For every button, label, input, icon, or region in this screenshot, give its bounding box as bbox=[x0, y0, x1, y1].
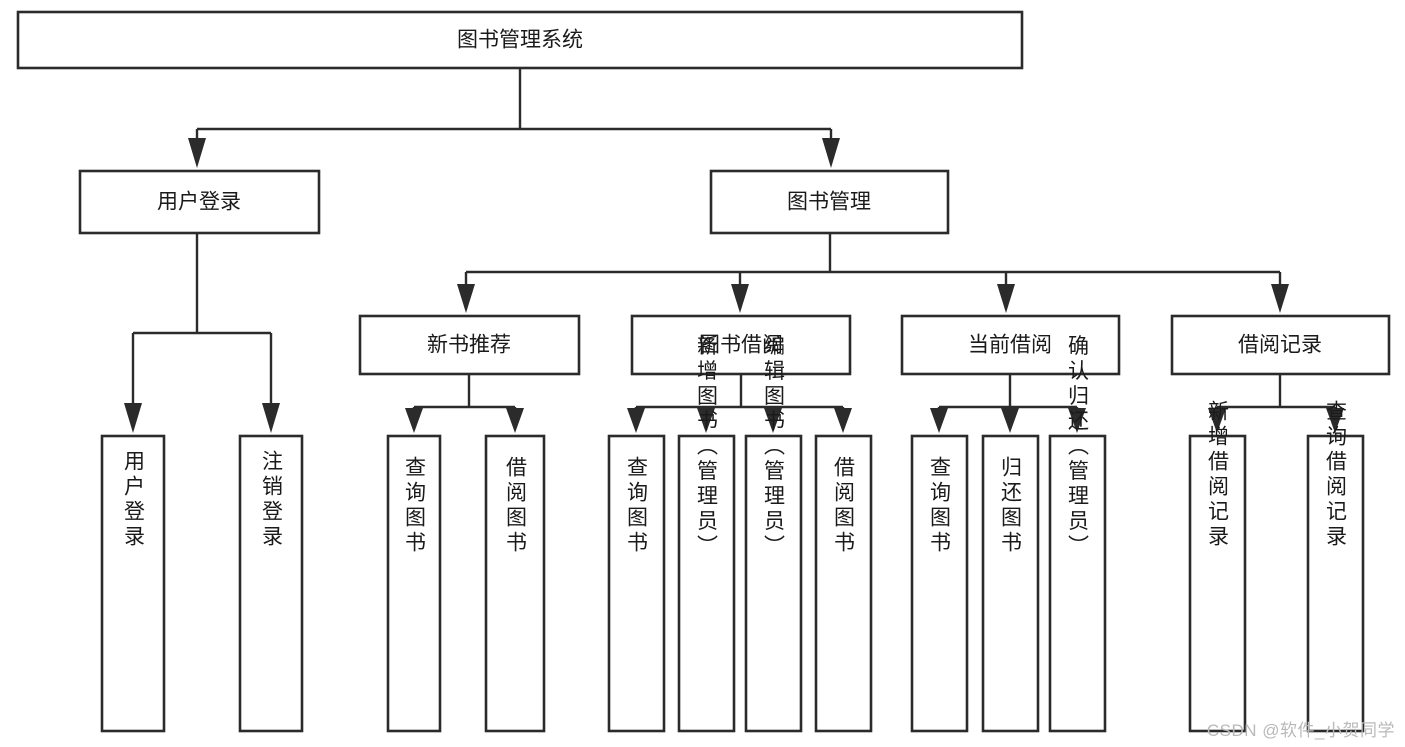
node-leaf-query-book-1[interactable]: 查询图书 bbox=[386, 434, 442, 733]
node-root[interactable]: 图书管理系统 bbox=[16, 10, 1024, 70]
connector-group-book-borrow bbox=[627, 374, 852, 433]
node-leaf-logout[interactable]: 注销登录 bbox=[238, 434, 304, 733]
node-leaf-user-login-label: 用户登录 bbox=[122, 450, 146, 550]
node-leaf-query-book-1-label: 查询图书 bbox=[403, 456, 427, 556]
node-new-book-recommend-label: 新书推荐 bbox=[427, 334, 511, 357]
node-book-manage-box[interactable] bbox=[709, 169, 950, 235]
node-leaf-logout-label: 注销登录 bbox=[260, 450, 284, 550]
node-root-label: 图书管理系统 bbox=[457, 29, 583, 52]
node-leaf-user-login-box[interactable] bbox=[100, 434, 166, 733]
node-leaf-add-book-box[interactable] bbox=[677, 434, 736, 733]
node-current-borrow-label: 当前借阅 bbox=[968, 334, 1052, 357]
node-book-borrow-box[interactable] bbox=[630, 314, 852, 376]
node-book-manage-label: 图书管理 bbox=[787, 191, 871, 214]
connector-group-borrow-record bbox=[1208, 374, 1344, 433]
node-leaf-borrow-book-2-label: 借阅图书 bbox=[832, 456, 856, 556]
node-leaf-query-book-2[interactable]: 查询图书 bbox=[607, 434, 666, 733]
node-borrow-record-box[interactable] bbox=[1170, 314, 1391, 376]
node-leaf-edit-book-label: 编辑图书（管理员） bbox=[762, 335, 786, 560]
node-root-box[interactable] bbox=[16, 10, 1024, 70]
node-leaf-add-record[interactable]: 新增借阅记录 bbox=[1188, 400, 1247, 733]
node-new-book-recommend-box[interactable] bbox=[358, 314, 581, 376]
node-leaf-confirm-return[interactable]: 确认归还（管理员） bbox=[1048, 335, 1107, 733]
connector-group-root bbox=[188, 68, 840, 168]
node-leaf-query-book-2-box[interactable] bbox=[607, 434, 666, 733]
connector-group-book-manage bbox=[457, 233, 1289, 313]
node-leaf-return-book-label: 归还图书 bbox=[999, 456, 1023, 556]
node-leaf-query-record-label: 查询借阅记录 bbox=[1324, 400, 1348, 550]
node-leaf-return-book[interactable]: 归还图书 bbox=[981, 434, 1040, 733]
node-leaf-borrow-book-1[interactable]: 借阅图书 bbox=[484, 434, 546, 733]
node-current-borrow[interactable]: 当前借阅 bbox=[900, 314, 1121, 376]
node-leaf-edit-book-box[interactable] bbox=[744, 434, 803, 733]
node-book-borrow-label: 图书借阅 bbox=[699, 334, 783, 357]
node-leaf-borrow-book-2-box[interactable] bbox=[814, 434, 873, 733]
arrowhead-book-borrow bbox=[731, 284, 749, 313]
connector-group-new-book-recommend bbox=[405, 374, 524, 433]
arrowhead-leaf-query-book-1 bbox=[405, 408, 423, 433]
arrowhead-user-login bbox=[188, 138, 206, 168]
arrowhead-leaf-logout bbox=[262, 403, 280, 433]
node-leaf-logout-box[interactable] bbox=[238, 434, 304, 733]
node-leaf-borrow-book-1-box[interactable] bbox=[484, 434, 546, 733]
arrowhead-leaf-return-book bbox=[1001, 408, 1019, 433]
arrowhead-leaf-query-record bbox=[1326, 408, 1344, 433]
node-leaf-return-book-box[interactable] bbox=[981, 434, 1040, 733]
arrowhead-leaf-query-book-2 bbox=[627, 408, 645, 433]
node-leaf-query-book-2-label: 查询图书 bbox=[625, 456, 649, 556]
node-leaf-query-book-3-box[interactable] bbox=[910, 434, 969, 733]
node-new-book-recommend[interactable]: 新书推荐 bbox=[358, 314, 581, 376]
node-leaf-confirm-return-box[interactable] bbox=[1048, 434, 1107, 733]
arrowhead-borrow-record bbox=[1271, 284, 1289, 313]
node-user-login-label: 用户登录 bbox=[157, 191, 241, 214]
node-leaf-add-record-box[interactable] bbox=[1188, 434, 1247, 733]
arrowhead-leaf-confirm-return bbox=[1068, 408, 1086, 433]
node-leaf-query-book-3[interactable]: 查询图书 bbox=[910, 434, 969, 733]
arrowhead-leaf-borrow-book-2 bbox=[834, 408, 852, 433]
node-leaf-query-book-1-box[interactable] bbox=[386, 434, 442, 733]
node-leaf-add-book[interactable]: 新增图书（管理员） bbox=[677, 335, 736, 733]
node-leaf-query-record[interactable]: 查询借阅记录 bbox=[1306, 400, 1365, 733]
node-leaf-user-login[interactable]: 用户登录 bbox=[100, 434, 166, 733]
arrowhead-new-book-recommend bbox=[457, 284, 475, 313]
arrowhead-leaf-add-record bbox=[1208, 408, 1226, 433]
node-leaf-add-record-label: 新增借阅记录 bbox=[1206, 400, 1230, 550]
node-leaf-borrow-book-2[interactable]: 借阅图书 bbox=[814, 434, 873, 733]
connector-group-user-login bbox=[124, 233, 280, 433]
node-leaf-borrow-book-1-label: 借阅图书 bbox=[504, 456, 528, 556]
node-borrow-record[interactable]: 借阅记录 bbox=[1170, 314, 1391, 376]
node-leaf-edit-book[interactable]: 编辑图书（管理员） bbox=[744, 335, 803, 733]
arrowhead-leaf-borrow-book-1 bbox=[506, 408, 524, 433]
node-user-login[interactable]: 用户登录 bbox=[78, 169, 321, 235]
node-book-manage[interactable]: 图书管理 bbox=[709, 169, 950, 235]
arrowhead-leaf-add-book bbox=[697, 408, 715, 433]
arrowhead-book-manage bbox=[822, 138, 840, 168]
node-leaf-confirm-return-label: 确认归还（管理员） bbox=[1066, 335, 1090, 560]
node-user-login-box[interactable] bbox=[78, 169, 321, 235]
node-current-borrow-box[interactable] bbox=[900, 314, 1121, 376]
arrowhead-current-borrow bbox=[997, 284, 1015, 313]
arrowhead-leaf-query-book-3 bbox=[930, 408, 948, 433]
arrowhead-leaf-user-login bbox=[124, 403, 142, 433]
node-leaf-query-record-box[interactable] bbox=[1306, 434, 1365, 733]
node-leaf-query-book-3-label: 查询图书 bbox=[928, 456, 952, 556]
node-leaf-add-book-label: 新增图书（管理员） bbox=[695, 335, 719, 560]
node-book-borrow[interactable]: 图书借阅 bbox=[630, 314, 852, 376]
connector-group-current-borrow bbox=[930, 374, 1086, 433]
arrowhead-leaf-edit-book bbox=[764, 408, 782, 433]
node-borrow-record-label: 借阅记录 bbox=[1238, 334, 1322, 357]
